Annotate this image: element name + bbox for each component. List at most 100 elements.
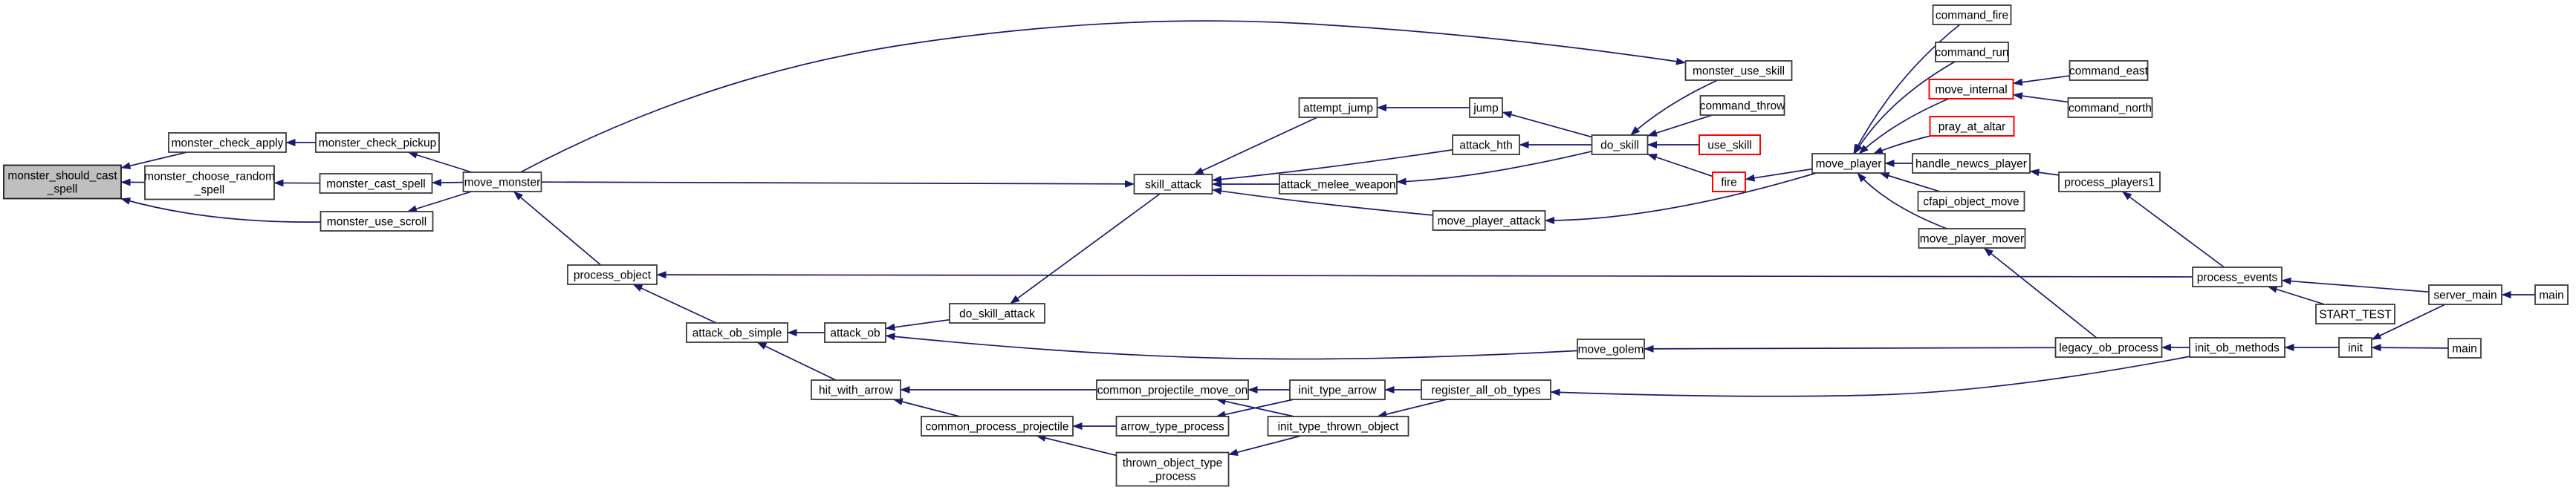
node-do_skill[interactable]: do_skill [1591,134,1649,155]
node-skill_attack[interactable]: skill_attack [1133,174,1213,195]
node-box-attack_hth[interactable] [1452,134,1520,155]
node-cfapi_object_move[interactable]: cfapi_object_move [1917,191,2025,212]
node-box-attack_ob[interactable] [824,322,886,343]
node-box-do_skill[interactable] [1591,134,1649,155]
node-box-use_skill[interactable] [1699,134,1761,155]
node-move_player[interactable]: move_player [1811,153,1886,174]
node-box-fire[interactable] [1712,172,1746,192]
node-process_events[interactable]: process_events [2192,267,2283,287]
node-box-monster_choose_random_spell[interactable] [144,165,275,200]
node-box-init_ob_methods[interactable] [2189,337,2285,358]
node-box-process_events[interactable] [2192,267,2283,287]
node-process_players1[interactable]: process_players1 [2058,172,2161,192]
node-handle_newcs_player[interactable]: handle_newcs_player [1912,153,2031,174]
node-arrow_type_process[interactable]: arrow_type_process [1115,416,1230,437]
node-box-command_east[interactable] [2069,60,2149,81]
node-command_fire[interactable]: command_fire [1932,4,2012,25]
node-box-legacy_ob_process[interactable] [2054,337,2163,358]
node-move_player_mover[interactable]: move_player_mover [1918,228,2026,249]
node-box-main_bottom[interactable] [2447,338,2482,359]
node-init_type_arrow[interactable]: init_type_arrow [1289,379,1386,400]
node-command_east[interactable]: command_east [2069,60,2149,81]
node-box-START_TEST[interactable] [2315,304,2395,324]
node-box-init_type_arrow[interactable] [1289,379,1386,400]
node-common_projectile_move_on[interactable]: common_projectile_move_on [1096,379,1249,400]
node-init_ob_methods[interactable]: init_ob_methods [2189,337,2285,358]
node-box-register_all_ob_types[interactable] [1421,379,1551,400]
node-move_internal[interactable]: move_internal [1928,79,2014,99]
node-box-monster_cast_spell[interactable] [319,173,433,194]
node-monster_cast_spell[interactable]: monster_cast_spell [319,173,433,194]
node-register_all_ob_types[interactable]: register_all_ob_types [1421,379,1551,400]
node-move_player_attack[interactable]: move_player_attack [1432,210,1546,231]
node-box-server_main[interactable] [2428,284,2502,305]
node-box-init_type_thrown_object[interactable] [1267,416,1409,437]
node-monster_choose_random_spell[interactable]: monster_choose_random_spell [144,165,275,200]
node-attack_ob[interactable]: attack_ob [824,322,886,343]
node-box-arrow_type_process[interactable] [1115,416,1230,437]
node-box-thrown_object_type_process[interactable] [1115,451,1230,487]
node-attempt_jump[interactable]: attempt_jump [1298,97,1378,118]
node-box-command_north[interactable] [2067,97,2153,118]
node-monster_use_scroll[interactable]: monster_use_scroll [319,211,434,232]
node-monster_check_pickup[interactable]: monster_check_pickup [315,132,440,153]
node-init[interactable]: init [2338,337,2372,358]
node-command_north[interactable]: command_north [2067,97,2153,118]
node-box-attack_melee_weapon[interactable] [1279,174,1398,195]
node-box-command_throw[interactable] [1699,95,1785,116]
node-box-attempt_jump[interactable] [1298,97,1378,118]
node-monster_use_skill[interactable]: monster_use_skill [1684,60,1793,81]
node-box-main_top[interactable] [2534,284,2569,305]
node-box-command_run[interactable] [1935,42,2009,62]
node-attack_melee_weapon[interactable]: attack_melee_weapon [1279,174,1398,195]
node-box-pray_at_altar[interactable] [1929,116,2015,137]
node-box-attack_ob_simple[interactable] [686,322,788,343]
node-legacy_ob_process[interactable]: legacy_ob_process [2054,337,2163,358]
node-attack_hth[interactable]: attack_hth [1452,134,1520,155]
node-thrown_object_type_process[interactable]: thrown_object_type_process [1115,451,1230,487]
node-box-monster_check_apply[interactable] [168,132,287,153]
node-box-common_process_projectile[interactable] [921,416,1074,437]
node-server_main[interactable]: server_main [2428,284,2502,305]
node-command_run[interactable]: command_run [1935,42,2009,62]
node-box-monster_use_scroll[interactable] [319,211,434,232]
node-box-handle_newcs_player[interactable] [1912,153,2031,174]
node-box-jump[interactable] [1469,97,1503,118]
node-box-do_skill_attack[interactable] [949,303,1045,324]
node-command_throw[interactable]: command_throw [1699,95,1785,116]
node-monster_check_apply[interactable]: monster_check_apply [168,132,287,153]
node-attack_ob_simple[interactable]: attack_ob_simple [686,322,788,343]
node-main_bottom[interactable]: main [2447,338,2482,359]
node-move_golem[interactable]: move_golem [1577,339,1645,359]
node-box-process_players1[interactable] [2058,172,2161,192]
node-box-init[interactable] [2338,337,2372,358]
node-box-move_internal[interactable] [1928,79,2014,99]
node-box-monster_check_pickup[interactable] [315,132,440,153]
node-box-hit_with_arrow[interactable] [811,379,901,400]
node-process_object[interactable]: process_object [567,264,658,285]
node-pray_at_altar[interactable]: pray_at_altar [1929,116,2015,137]
node-move_monster[interactable]: move_monster [462,172,542,192]
node-box-command_fire[interactable] [1932,4,2012,25]
node-hit_with_arrow[interactable]: hit_with_arrow [811,379,901,400]
node-monster_should_cast_spell[interactable]: monster_should_cast_spell [3,164,122,200]
node-box-move_monster[interactable] [462,172,542,192]
node-jump[interactable]: jump [1469,97,1503,118]
node-box-move_player_mover[interactable] [1918,228,2026,249]
node-do_skill_attack[interactable]: do_skill_attack [949,303,1045,324]
node-fire[interactable]: fire [1712,172,1746,192]
node-box-move_player[interactable] [1811,153,1886,174]
node-common_process_projectile[interactable]: common_process_projectile [921,416,1074,437]
node-box-process_object[interactable] [567,264,658,285]
node-box-move_golem[interactable] [1577,339,1645,359]
node-box-monster_use_skill[interactable] [1684,60,1793,81]
node-box-monster_should_cast_spell[interactable] [3,164,122,200]
node-START_TEST[interactable]: START_TEST [2315,304,2395,324]
node-box-skill_attack[interactable] [1133,174,1213,195]
node-init_type_thrown_object[interactable]: init_type_thrown_object [1267,416,1409,437]
node-box-move_player_attack[interactable] [1432,210,1546,231]
node-main_top[interactable]: main [2534,284,2569,305]
node-use_skill[interactable]: use_skill [1699,134,1761,155]
node-box-cfapi_object_move[interactable] [1917,191,2025,212]
node-box-common_projectile_move_on[interactable] [1096,379,1249,400]
